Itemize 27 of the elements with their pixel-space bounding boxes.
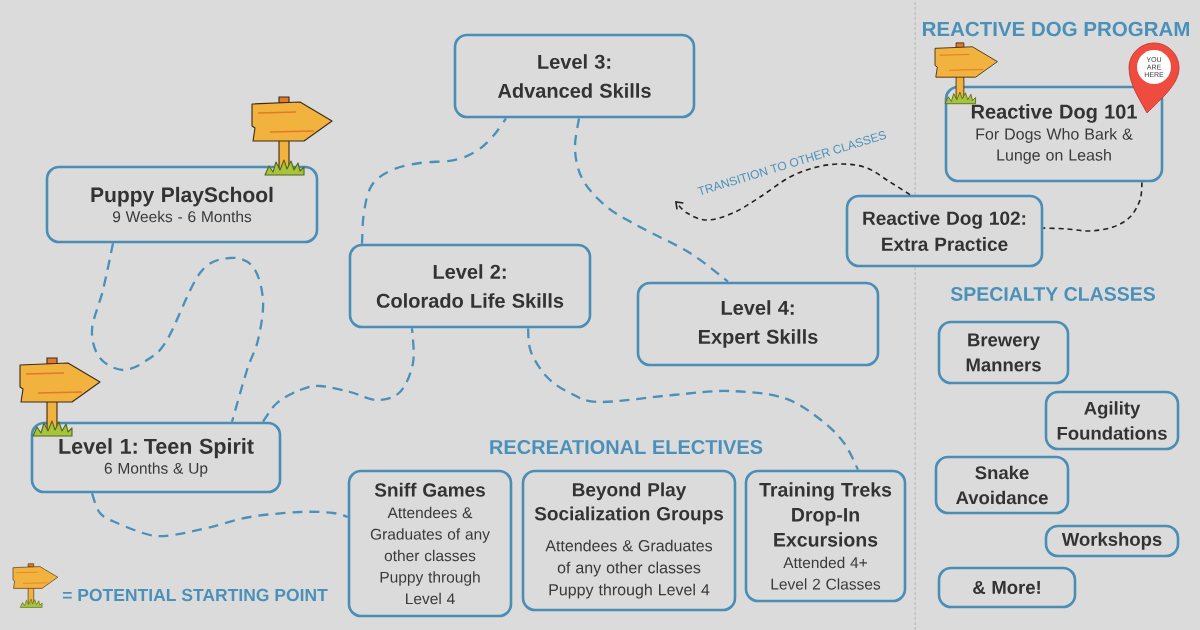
dashed-line <box>1042 181 1143 232</box>
dashed-line <box>360 117 507 244</box>
section-heading: RECREATIONAL ELECTIVES <box>490 439 763 455</box>
dashed-line <box>262 328 415 423</box>
class-box: Snake Avoidance <box>934 455 1070 515</box>
legend-text: = POTENTIAL STARTING POINT <box>62 588 328 602</box>
dashed-line <box>90 492 349 538</box>
section-heading: SPECIALTY CLASSES <box>950 287 1155 301</box>
class-box: Brewery Manners <box>937 320 1070 385</box>
section-heading: REACTIVE DOG PROGRAM <box>923 21 1189 37</box>
class-box: Beyond Play Socialization Groups Attendees & Graduates of any other classes Puppy through Level 4 <box>521 469 737 612</box>
dashed-arrow <box>675 163 911 221</box>
class-box: Level 1: Teen Spirit 6 Months & Up <box>30 421 282 494</box>
dashed-line <box>573 118 729 283</box>
class-box: & More! <box>937 566 1077 609</box>
class-box: Agility Foundations <box>1044 390 1180 451</box>
class-box: Level 3: Advanced Skills <box>453 33 696 119</box>
class-box: Level 4: Expert Skills <box>636 281 880 367</box>
class-box: Puppy PlaySchool 9 Weeks - 6 Months <box>45 165 319 244</box>
dashed-line <box>90 243 265 422</box>
class-box: Reactive Dog 102: Extra Practice <box>845 194 1044 268</box>
class-box: Sniff Games Attendees & Graduates of any other classes Puppy through Level 4 <box>347 469 513 618</box>
class-box: Reactive Dog 101 For Dogs Who Bark & Lunge on Leash <box>944 85 1164 183</box>
dashed-line <box>526 328 860 471</box>
class-box: Training Treks Drop-In Excursions Attended 4+ Level 2 Classes <box>744 469 907 603</box>
class-box: Workshops <box>1044 524 1180 558</box>
class-box: Level 2: Colorado Life Skills <box>348 243 592 329</box>
